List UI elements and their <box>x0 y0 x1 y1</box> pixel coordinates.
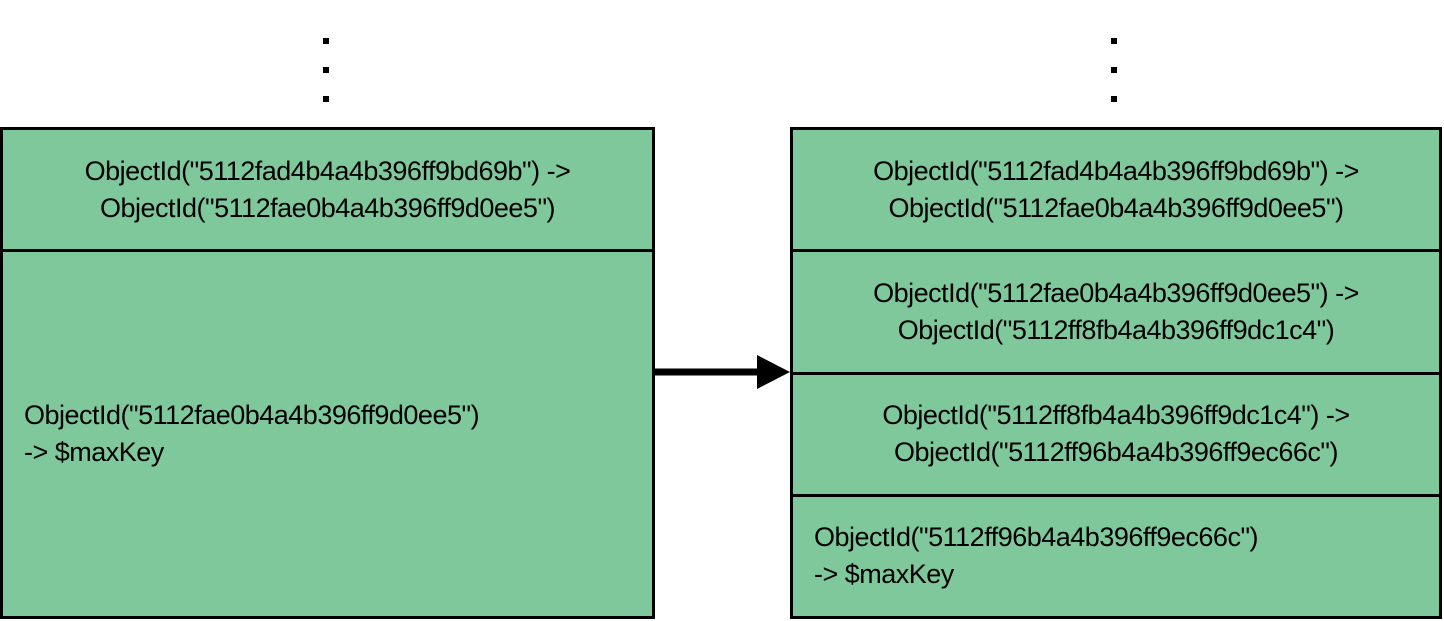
ellipsis-dot <box>1111 67 1117 73</box>
chunk-range-cell: ObjectId("5112fad4b4a4b396ff9bd69b") -> … <box>3 130 652 249</box>
chunk-range-line: -> $maxKey <box>814 559 954 590</box>
ellipsis-dot <box>323 67 329 73</box>
chunk-range-line: ObjectId("5112ff96b4a4b396ff9ec66c") <box>814 522 1259 553</box>
vertical-ellipsis-left <box>320 38 332 125</box>
ellipsis-dot <box>323 96 329 102</box>
ellipsis-dot <box>1111 38 1117 44</box>
chunk-range-line: ObjectId("5112fae0b4a4b396ff9d0ee5") <box>24 400 480 430</box>
chunk-range-line: ObjectId("5112fae0b4a4b396ff9d0ee5") <box>888 192 1344 223</box>
original-chunk-table: ObjectId("5112fad4b4a4b396ff9bd69b") -> … <box>0 127 655 619</box>
split-arrow <box>653 355 790 389</box>
chunk-range-line: ObjectId("5112fae0b4a4b396ff9d0ee5") -> <box>873 277 1359 308</box>
chunk-range-line: -> $maxKey <box>24 437 164 467</box>
chunk-range-line: ObjectId("5112ff96b4a4b396ff9ec66c") <box>893 437 1339 468</box>
chunk-range-cell: ObjectId("5112fae0b4a4b396ff9d0ee5") -> … <box>793 249 1439 371</box>
ellipsis-dot <box>1111 96 1117 102</box>
chunk-range-line: ObjectId("5112fae0b4a4b396ff9d0ee5") <box>99 192 556 223</box>
vertical-ellipsis-right <box>1108 38 1120 125</box>
chunk-range-cell: ObjectId("5112fad4b4a4b396ff9bd69b") -> … <box>793 130 1439 249</box>
split-chunk-table: ObjectId("5112fad4b4a4b396ff9bd69b") -> … <box>790 127 1442 619</box>
chunk-range-cell: ObjectId("5112ff8fb4a4b396ff9dc1c4") -> … <box>793 371 1439 494</box>
ellipsis-dot <box>323 38 329 44</box>
chunk-range-line: ObjectId("5112fad4b4a4b396ff9bd69b") -> <box>873 155 1359 186</box>
chunk-range-cell-maxkey: ObjectId("5112ff96b4a4b396ff9ec66c") -> … <box>793 493 1439 616</box>
chunk-range-line: ObjectId("5112ff8fb4a4b396ff9dc1c4") -> <box>882 400 1350 431</box>
chunk-range-line: ObjectId("5112ff8fb4a4b396ff9dc1c4") <box>897 314 1335 345</box>
chunk-range-cell-maxkey: ObjectId("5112fae0b4a4b396ff9d0ee5") -> … <box>3 249 652 616</box>
chunk-range-line: ObjectId("5112fad4b4a4b396ff9bd69b") -> <box>84 155 571 186</box>
